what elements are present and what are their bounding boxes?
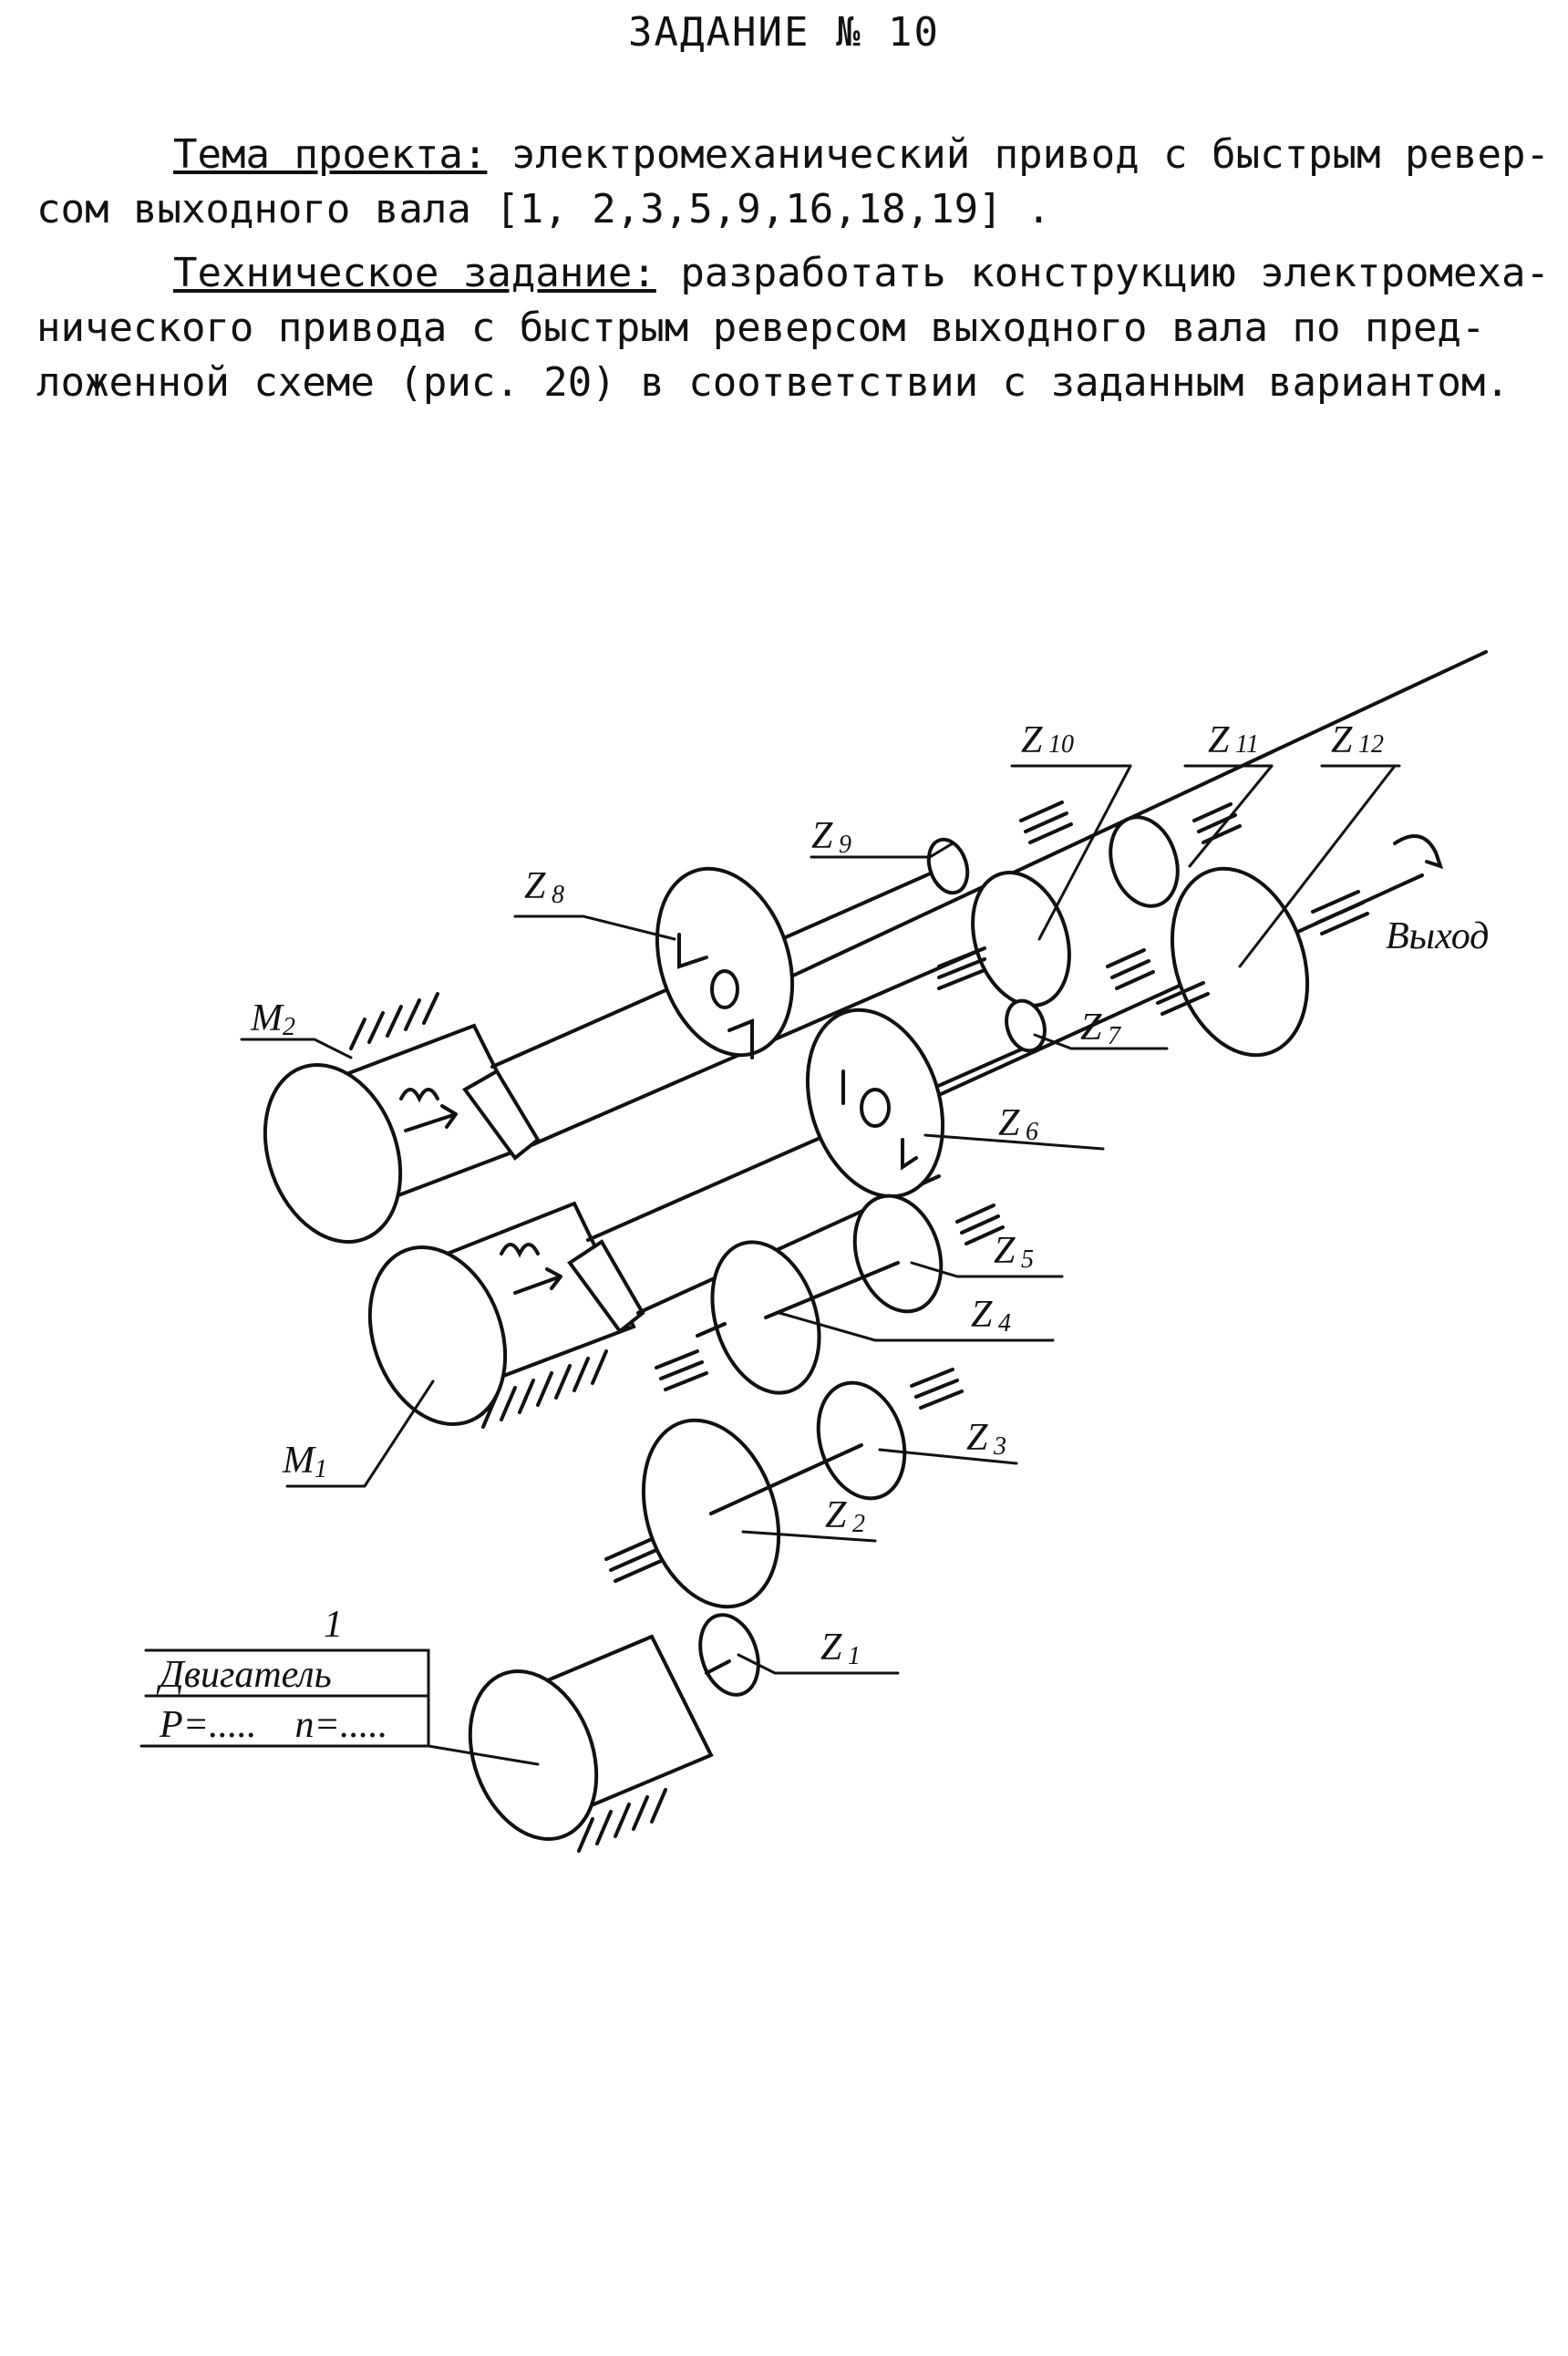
tech-paragraph: Техническое задание: разработать констру… [36,246,1550,410]
topic-text-1: электромеханический привод с быстрым рев… [511,131,1550,178]
topic-label: Тема проекта: [173,131,488,178]
label-z2-sub: 2 [852,1510,865,1538]
label-z7-sub: 7 [1108,1022,1121,1050]
label-z6-sub: 6 [1026,1118,1038,1146]
motor-m1 [367,1201,645,1429]
motor-main [468,1634,731,1853]
gear-z2 [604,1418,863,1609]
tech-text-1: разработать конструкцию электромеха- [680,250,1550,296]
label-z5-base: Z [994,1230,1016,1272]
label-m2-sub: 2 [283,1013,295,1041]
label-m1-base: M [282,1440,316,1482]
leader-lines [240,764,1401,1766]
gear-z9 [926,837,970,895]
label-z4-sub: 4 [998,1309,1011,1338]
label-z11-base: Z [1208,719,1230,761]
label-m1-sub: 1 [315,1455,327,1483]
label-z8-base: Z [524,865,546,907]
gear-z10 [937,801,1073,1008]
gear-z7 [1005,998,1047,1053]
label-z9-sub: 9 [839,831,851,859]
label-z5-sub: 5 [1021,1245,1034,1274]
tech-label: Техническое задание: [173,250,656,296]
topic-paragraph: Тема проекта: электромеханический привод… [36,128,1550,237]
page-title: ЗАДАНИЕ № 10 [628,9,940,56]
motor-table-params: P=..... n=..... [159,1704,387,1746]
label-z6-base: Z [998,1102,1020,1144]
label-z12-base: Z [1331,719,1353,761]
label-output: Выход [1386,915,1489,957]
label-m2-base: M [250,997,284,1039]
label-z8-sub: 8 [552,881,564,909]
motor-table [139,1648,430,1748]
gear-z1 [698,1613,760,1697]
label-z10-sub: 10 [1048,730,1074,759]
gear-z3 [816,1368,964,1501]
gear-z6 [805,1008,945,1199]
tech-text-2: нического привода с быстрым реверсом вых… [36,305,1486,351]
gear-z8 [655,866,795,1059]
label-z3-sub: 3 [993,1432,1006,1461]
label-z1-base: Z [820,1627,842,1669]
gear-z4 [655,1240,900,1395]
label-z3-base: Z [966,1417,988,1459]
label-z1-sub: 1 [848,1642,861,1670]
label-z4-base: Z [971,1294,993,1336]
gear-z5 [852,1194,1005,1314]
label-z11-sub: 11 [1235,730,1259,759]
label-z12-sub: 12 [1358,730,1384,759]
tech-text-3: ложенной схеме (рис. 20) в соответствии … [36,359,1510,406]
label-z10-base: Z [1021,719,1043,761]
motor-m2 [263,992,541,1244]
gear-z11 [1106,802,1242,990]
motor-table-name: Двигатель [156,1654,332,1696]
topic-text-2: сом выходного вала [1, 2,3,5,9,16,18,19]… [36,186,1051,232]
motor-table-number: 1 [324,1604,343,1646]
label-z7-base: Z [1080,1007,1102,1049]
gear-z12 [1156,834,1444,1058]
label-z2-base: Z [825,1494,847,1536]
label-z9-base: Z [811,815,833,857]
